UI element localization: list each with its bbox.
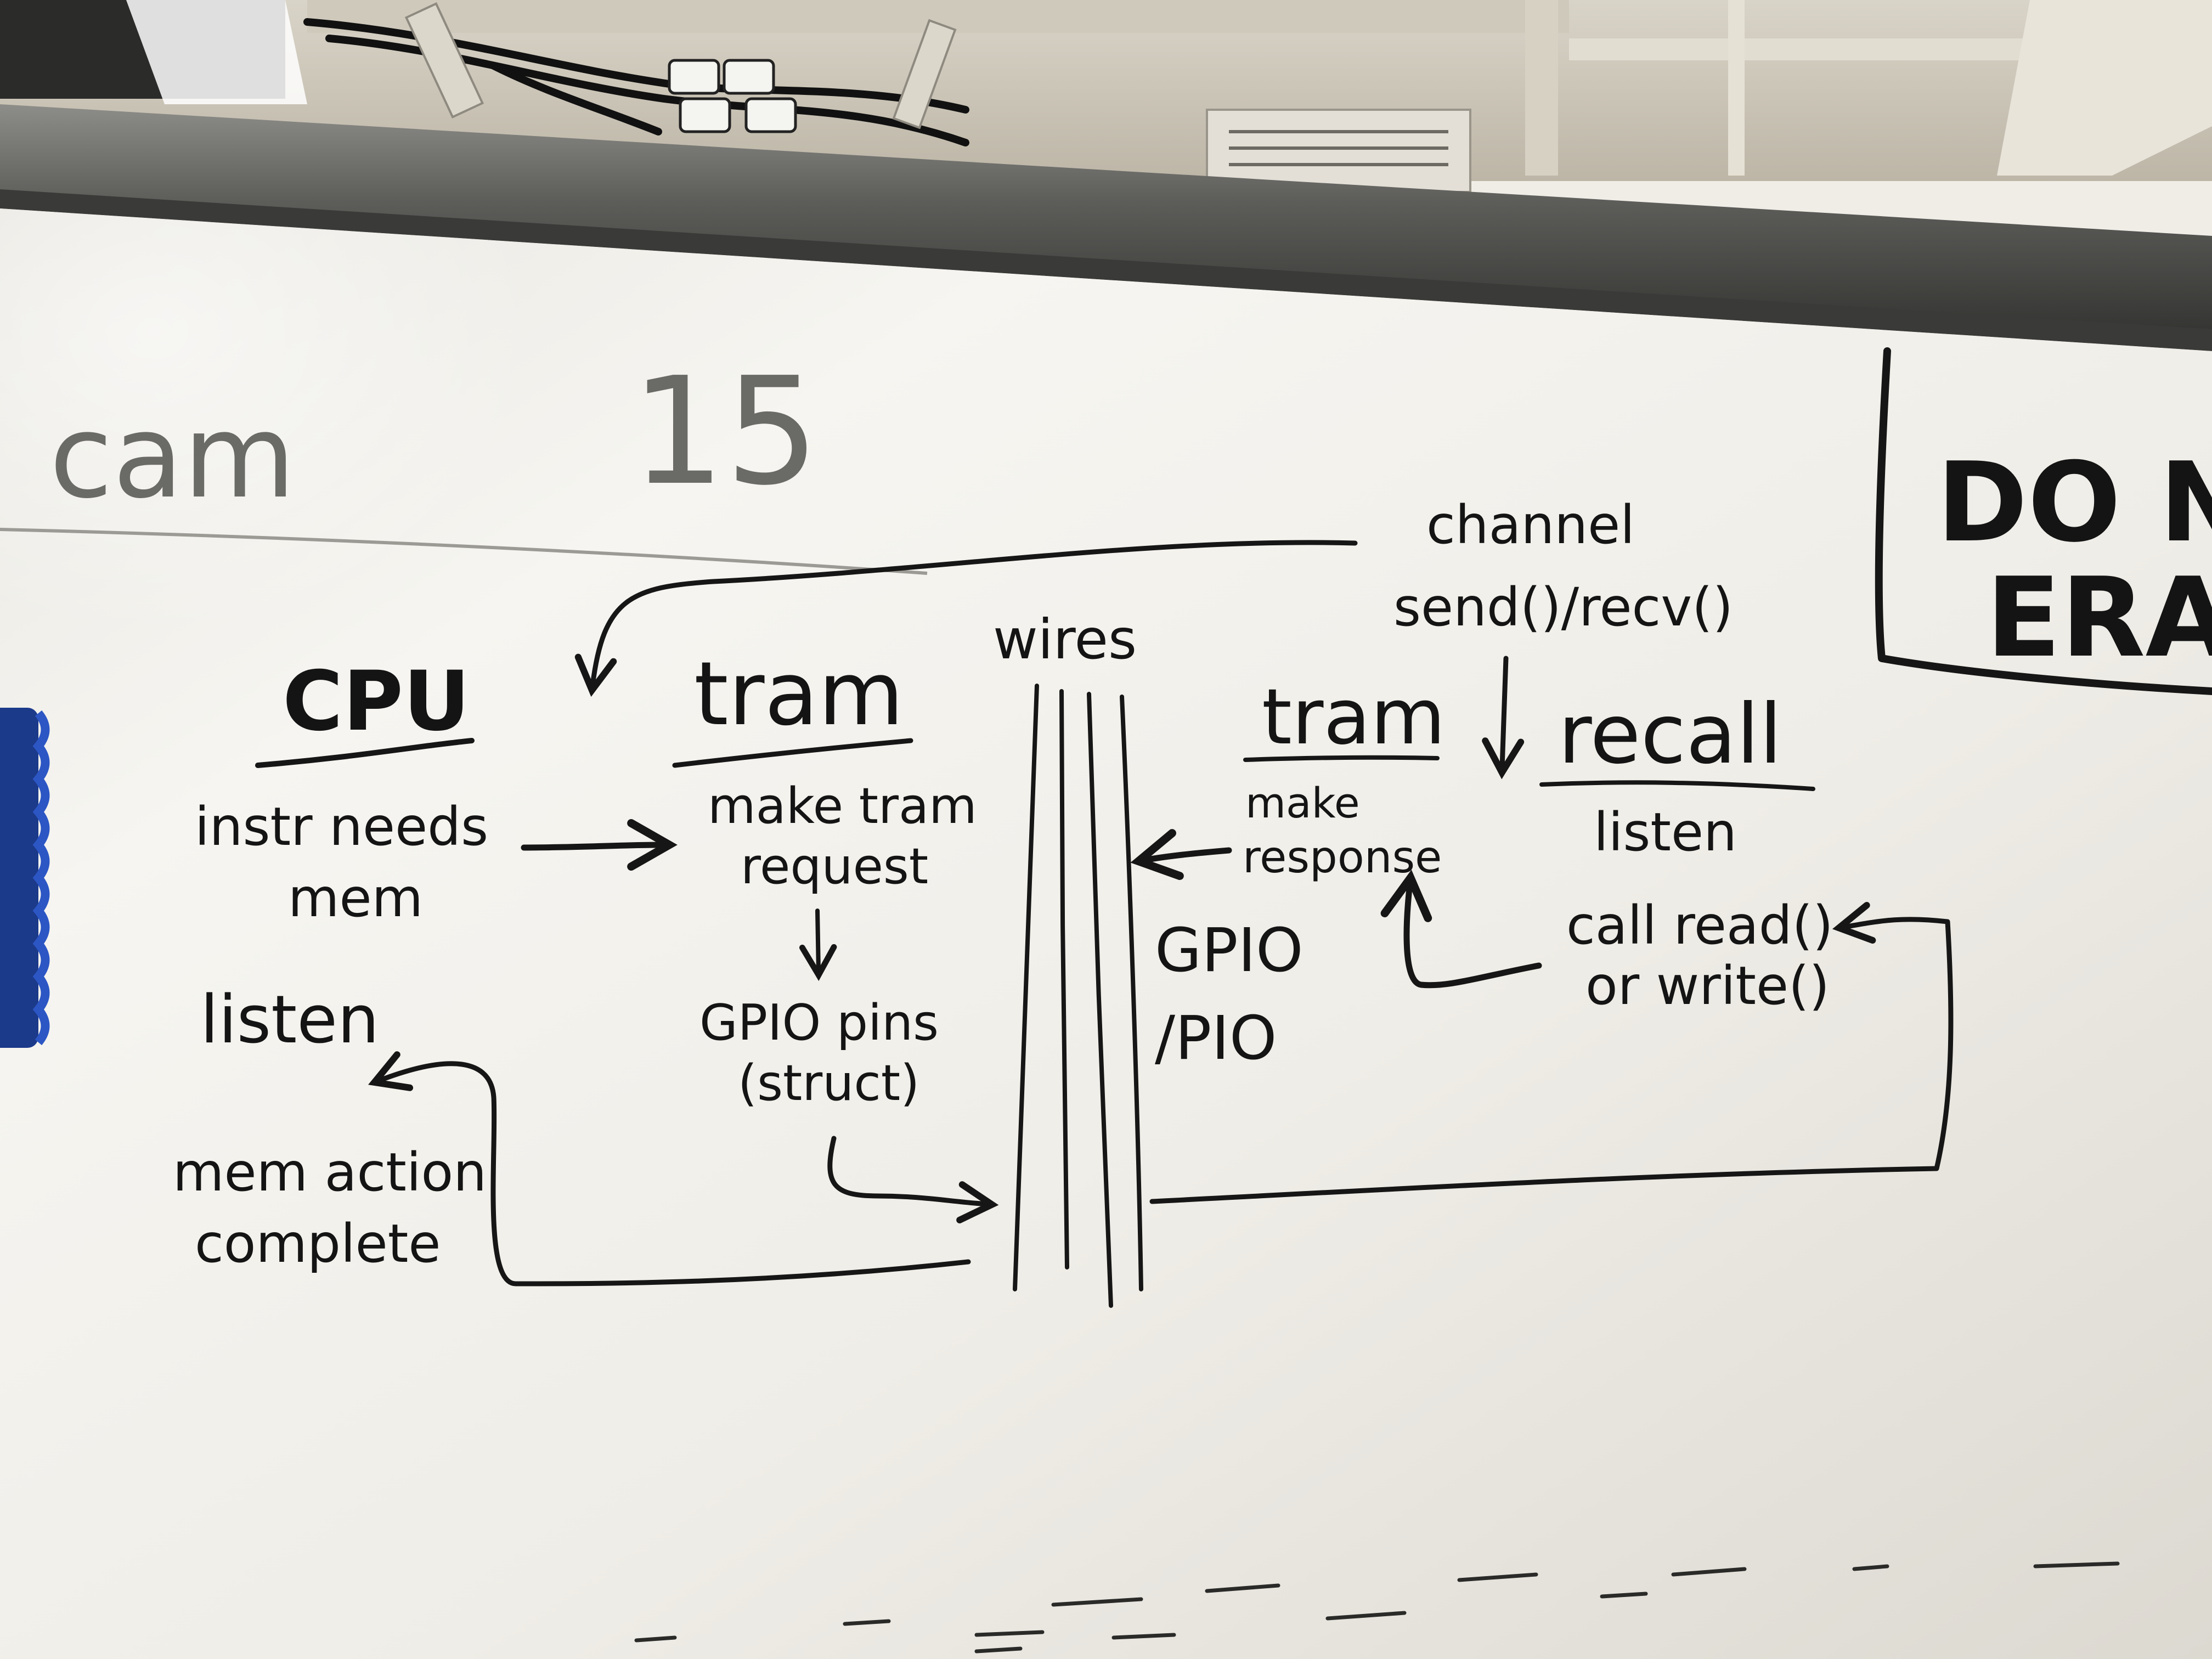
gpio-to-wires-arrow [827, 1136, 999, 1223]
cpu-step3-line2: complete [195, 1213, 441, 1274]
recall-column: recall listen call read() or write() [1149, 687, 1954, 1204]
wires-to-cpu-listen-arrow [368, 1051, 971, 1286]
tram-right-step1-line2: response [1243, 832, 1442, 883]
wire-line [1120, 695, 1143, 1291]
recall-step2-line1: call read() [1566, 895, 1833, 956]
wire-line [1087, 692, 1113, 1308]
cpu-step2: listen [200, 982, 379, 1058]
channel-methods: send()/recv() [1393, 577, 1733, 638]
room-header: cam 15 [0, 345, 928, 575]
recall-step1: listen [1594, 802, 1737, 863]
cpu-column: CPU instr needs mem listen mem action co… [173, 654, 971, 1286]
tram-left-underline [672, 738, 913, 768]
cpu-title: CPU [283, 654, 470, 749]
tram-right-underline [1243, 755, 1440, 762]
tram-left-step2-line1: GPIO pins [699, 994, 939, 1052]
tram-right-step2-line2: /PIO [1155, 1003, 1277, 1073]
response-to-wires-arrow [1130, 829, 1232, 881]
wires-label: wires [993, 607, 1137, 672]
channel-down-arrow [1482, 656, 1525, 780]
tram-right-title: tram [1262, 673, 1446, 762]
tram-left-title: tram [694, 642, 904, 745]
do-not-erase-notice: DO N ERAS [1875, 347, 2212, 695]
cpu-to-tram-arrow [521, 819, 678, 871]
cpu-step3-line1: mem action [173, 1142, 487, 1203]
tram-left-step2-line2: (struct) [738, 1054, 919, 1112]
recall-to-response-arrow [1380, 870, 1542, 989]
tram-left-column: tram make tram request GPIO pins (struct… [672, 642, 999, 1223]
whiteboard-surface [0, 208, 2212, 1659]
wires-block: wires [993, 607, 1143, 1308]
tram-right-step2-line1: GPIO [1155, 915, 1304, 985]
cpu-step1-line1: instr needs [195, 796, 488, 857]
eraser [0, 708, 50, 1048]
faint-marks [634, 1561, 2120, 1654]
air-vent [1206, 109, 1471, 193]
wires-to-recall-arrow [1149, 901, 1954, 1204]
room-number: 15 [631, 345, 820, 518]
wire-line [1013, 684, 1039, 1291]
whiteboard-rail [0, 104, 2212, 351]
recall-underline [1539, 780, 1815, 791]
tram-left-step1-line2: request [741, 838, 928, 895]
notice-line1: DO N [1937, 439, 2212, 567]
cpu-underline [255, 738, 475, 768]
room-label: cam [49, 390, 296, 524]
notice-line2: ERAS [1986, 554, 2212, 682]
wire-line [1059, 689, 1069, 1269]
channel-block: channel send()/recv() [574, 494, 1733, 780]
channel-to-tram-arrow [574, 540, 1358, 697]
tram-left-down-arrow [799, 909, 837, 981]
recall-step2-line2: or write() [1585, 955, 1830, 1017]
recall-title: recall [1558, 687, 1782, 782]
channel-title: channel [1426, 494, 1635, 556]
tram-right-step1-line1: make [1245, 778, 1360, 827]
tram-left-step1-line1: make tram [708, 777, 977, 835]
cpu-step1-line2: mem [288, 867, 423, 929]
